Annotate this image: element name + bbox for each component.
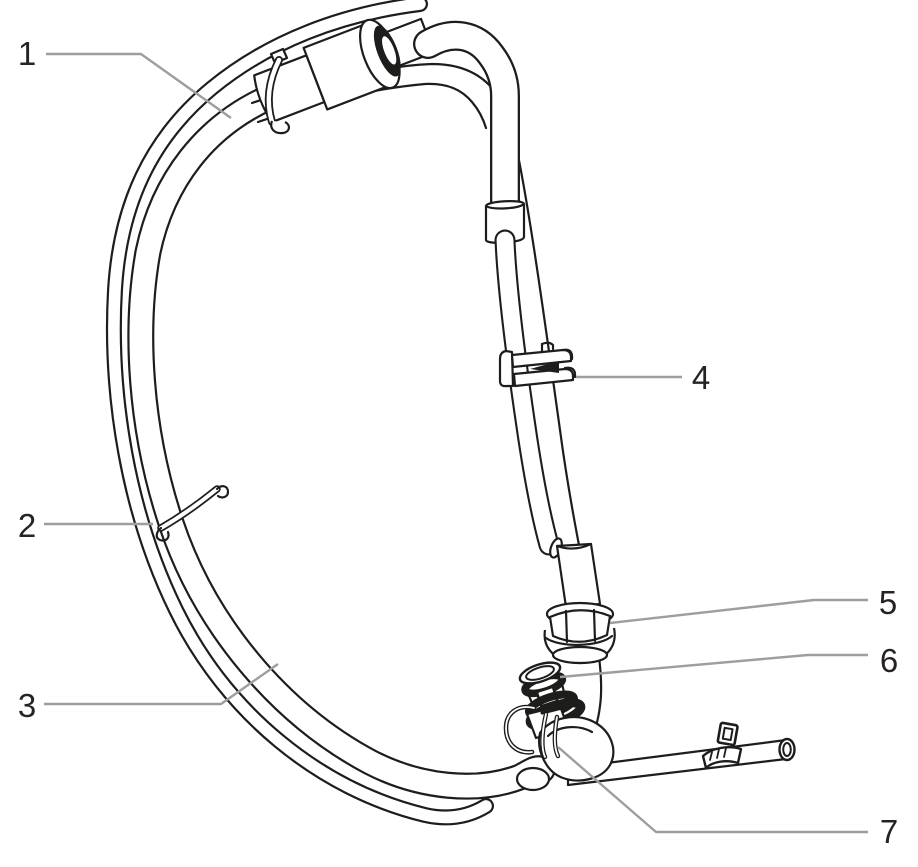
leader-line-6 bbox=[559, 653, 868, 679]
return-tube-clip bbox=[701, 721, 743, 770]
callout-1: 1 bbox=[18, 35, 36, 72]
callout-6: 6 bbox=[880, 642, 898, 679]
suction-hose bbox=[127, 84, 556, 800]
bottom-elbow bbox=[525, 704, 615, 782]
inlet-fitting-nut bbox=[543, 542, 616, 665]
leader-line-3 bbox=[44, 663, 279, 706]
leader-line-1 bbox=[46, 52, 232, 119]
tube-clamp bbox=[498, 341, 577, 388]
upper-hose-strap bbox=[264, 47, 290, 135]
callout-labels: 1 2 3 4 5 6 7 bbox=[18, 35, 898, 850]
leader-line-5 bbox=[609, 598, 868, 625]
elbow-tube bbox=[413, 20, 520, 218]
retaining-clip bbox=[503, 704, 564, 760]
hose-clip bbox=[155, 485, 230, 542]
callout-5: 5 bbox=[879, 584, 897, 621]
leader-line-7 bbox=[557, 746, 868, 834]
tube-sleeve-collar bbox=[484, 200, 526, 244]
callout-7: 7 bbox=[880, 813, 898, 850]
leader-lines bbox=[44, 52, 868, 834]
return-hose bbox=[105, 0, 494, 826]
callout-2: 2 bbox=[18, 507, 36, 544]
callout-4: 4 bbox=[692, 359, 710, 396]
hose-end-cap bbox=[515, 766, 551, 792]
callout-3: 3 bbox=[18, 687, 36, 724]
